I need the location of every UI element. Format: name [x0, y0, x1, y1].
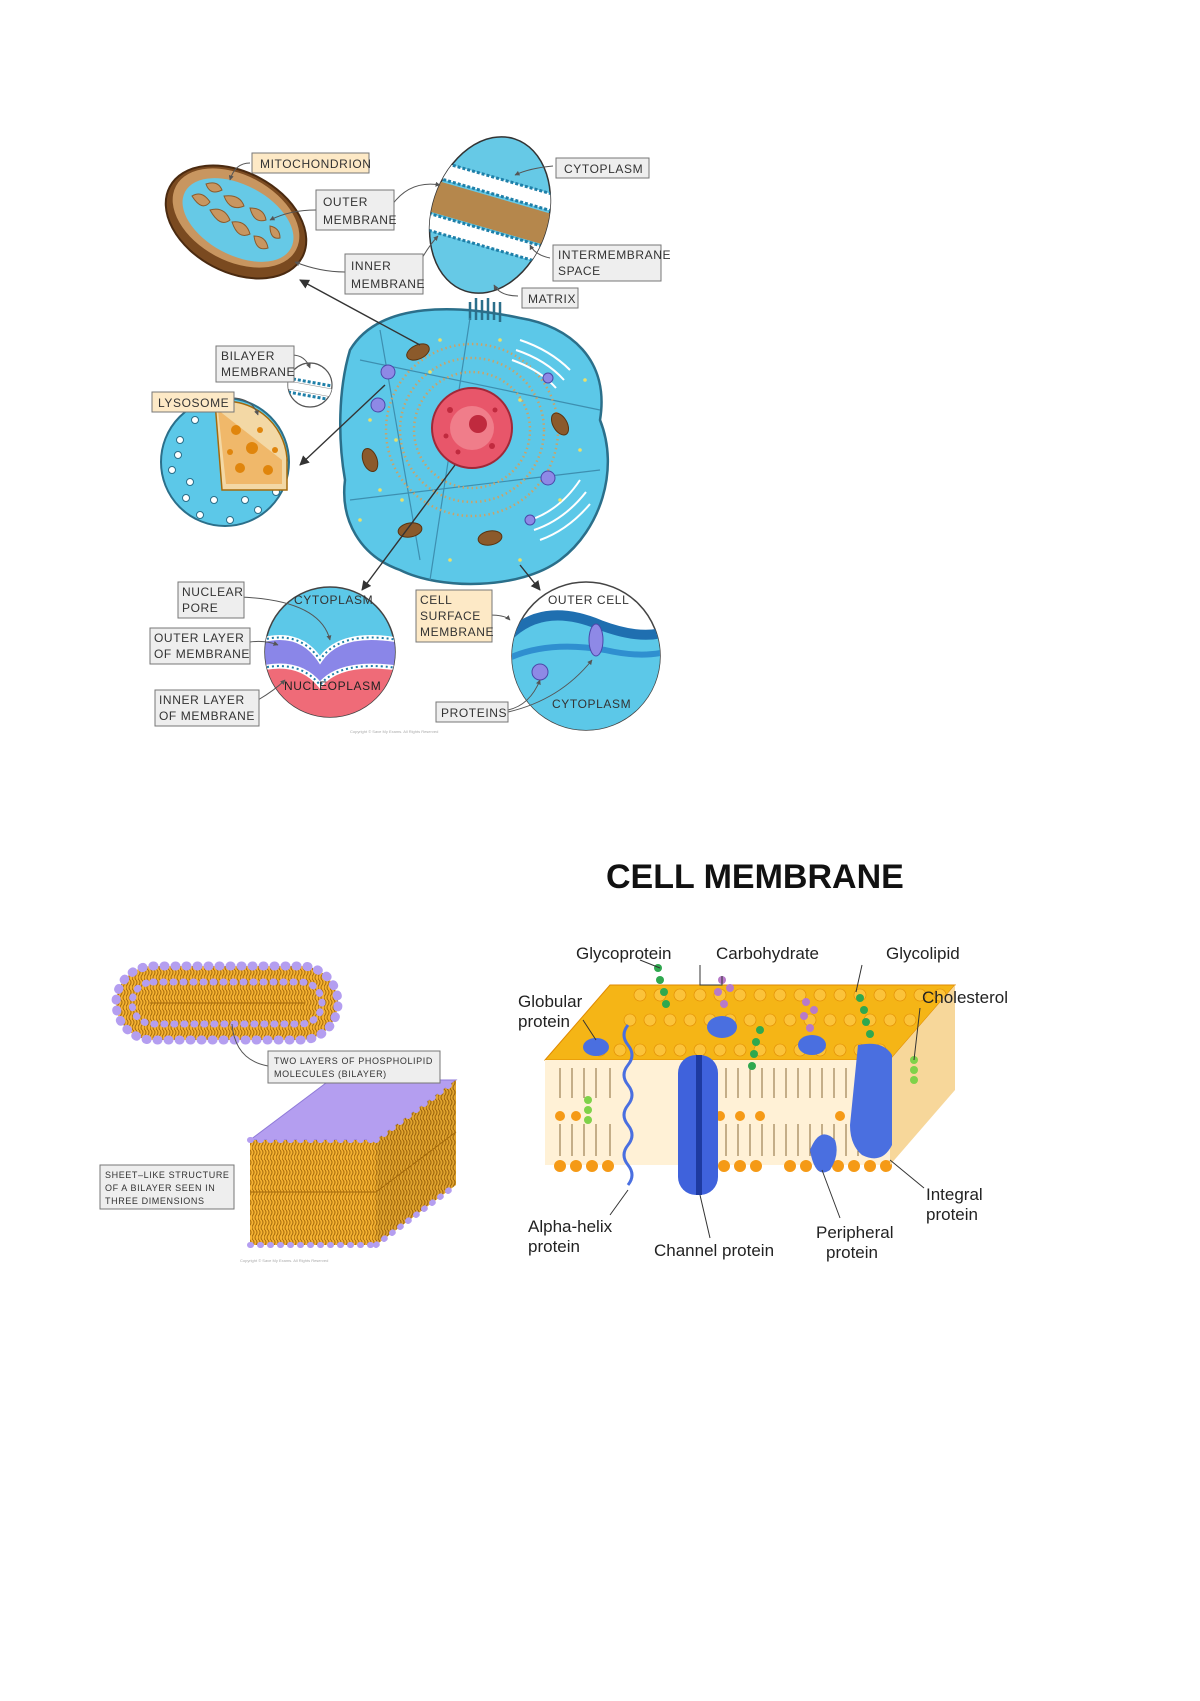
label-nuclear-pore-line1: NUCLEAR	[182, 585, 244, 599]
label-inner-membrane-line1: INNER	[351, 259, 391, 273]
label-channel-protein: Channel protein	[654, 1241, 774, 1260]
label-cell-surface-line2: SURFACE	[420, 609, 481, 623]
label-outer-membrane: OUTER MEMBRANE	[315, 189, 397, 231]
label-inner-membrane-line2: MEMBRANE	[351, 277, 425, 291]
label-two-layers-line2: MOLECULES (BILAYER)	[274, 1069, 387, 1079]
label-cytoplasm-top-text: CYTOPLASM	[564, 162, 643, 176]
label-intermembrane-line2: SPACE	[558, 264, 601, 278]
label-proteins: PROTEINS	[435, 701, 509, 723]
label-cell-surface-membrane: CELL SURFACE MEMBRANE	[415, 589, 494, 643]
fluid-mosaic-membrane	[543, 964, 957, 1195]
label-mitochondrion-text: MITOCHONDRION	[260, 157, 372, 171]
label-peripheral-line2: protein	[826, 1243, 878, 1262]
label-sheet-like-line2: OF A BILAYER SEEN IN	[105, 1183, 215, 1193]
label-lysosome: LYSOSOME	[151, 391, 235, 413]
label-cytoplasm-cell-text: CYTOPLASM	[552, 697, 631, 711]
label-sheet-like-line1: SHEET–LIKE STRUCTURE	[105, 1170, 230, 1180]
label-two-layers-line1: TWO LAYERS OF PHOSPHOLIPID	[274, 1056, 433, 1066]
label-inner-layer-line2: OF MEMBRANE	[159, 709, 255, 723]
label-cytoplasm-top: CYTOPLASM	[555, 157, 650, 179]
label-nuclear-pore: NUCLEAR PORE	[177, 581, 245, 619]
label-globular-line2: protein	[518, 1012, 570, 1031]
label-intermembrane-line1: INTERMEMBRANE	[558, 248, 671, 262]
figure1-labels: MITOCHONDRION OUTER MEMBRANE INNER MEMBR…	[149, 152, 671, 734]
label-proteins-text: PROTEINS	[441, 706, 507, 720]
label-integral-line2: protein	[926, 1205, 978, 1224]
figure1-copyright: Copyright © Save My Exams. All Rights Re…	[350, 729, 438, 734]
mitochondrion-drawing	[164, 164, 308, 280]
label-glycoprotein: Glycoprotein	[576, 944, 671, 963]
label-bilayer-membrane: BILAYER MEMBRANE	[215, 345, 295, 383]
membrane-leaders	[582, 959, 925, 1239]
lysosome-drawing	[160, 362, 333, 527]
organelle-arrows	[299, 279, 541, 591]
label-inner-membrane: INNER MEMBRANE	[344, 253, 425, 295]
label-outer-membrane-line1: OUTER	[323, 195, 368, 209]
label-cell-surface-line3: MEMBRANE	[420, 625, 494, 639]
label-mitochondrion: MITOCHONDRION	[251, 152, 372, 174]
label-glycolipid: Glycolipid	[886, 944, 960, 963]
label-intermembrane-space: INTERMEMBRANE SPACE	[552, 244, 671, 282]
label-matrix: MATRIX	[521, 287, 579, 309]
label-sheet-like: SHEET–LIKE STRUCTURE OF A BILAYER SEEN I…	[99, 1164, 235, 1210]
label-outer-layer-line2: OF MEMBRANE	[154, 647, 250, 661]
label-cell-surface-line1: CELL	[420, 593, 452, 607]
bilayer-leader	[231, 1023, 269, 1067]
label-lysosome-text: LYSOSOME	[158, 396, 229, 410]
cell-surface-membrane-detail	[511, 581, 661, 731]
label-outer-layer: OUTER LAYER OF MEMBRANE	[149, 627, 251, 665]
label-bilayer-line2: MEMBRANE	[221, 365, 295, 379]
label-matrix-text: MATRIX	[528, 292, 576, 306]
figure-cell-organelles: MITOCHONDRION OUTER MEMBRANE INNER MEMBR…	[149, 136, 671, 734]
nuclear-membrane-detail	[264, 586, 396, 718]
label-bilayer-line1: BILAYER	[221, 349, 275, 363]
label-alpha-helix-line1: Alpha-helix	[528, 1217, 613, 1236]
cell-membrane-title: CELL MEMBRANE	[606, 858, 904, 896]
label-nuclear-pore-line2: PORE	[182, 601, 218, 615]
label-integral-line1: Integral	[926, 1185, 983, 1204]
bilayer-capsule	[111, 961, 343, 1045]
label-cytoplasm-nuclear-text: CYTOPLASM	[294, 593, 373, 607]
label-peripheral-line1: Peripheral	[816, 1223, 894, 1242]
label-nucleoplasm-text: NUCLEOPLASM	[284, 679, 381, 693]
figure-cell-membrane: CELL MEMBRANE	[518, 858, 1008, 1262]
label-outer-cell-text: OUTER CELL	[548, 593, 629, 607]
figure2-copyright: Copyright © Save My Exams. All Rights Re…	[240, 1258, 328, 1263]
label-inner-layer-line1: INNER LAYER	[159, 693, 245, 707]
membrane-labels: Glycoprotein Carbohydrate Glycolipid Cho…	[518, 944, 1008, 1262]
label-two-layers: TWO LAYERS OF PHOSPHOLIPID MOLECULES (BI…	[267, 1050, 441, 1084]
label-sheet-like-line3: THREE DIMENSIONS	[105, 1196, 205, 1206]
animal-cell-drawing	[339, 298, 609, 586]
label-alpha-helix-line2: protein	[528, 1237, 580, 1256]
figure-phospholipid-bilayer: TWO LAYERS OF PHOSPHOLIPID MOLECULES (BI…	[99, 961, 459, 1263]
label-globular-line1: Globular	[518, 992, 583, 1011]
label-inner-layer: INNER LAYER OF MEMBRANE	[154, 689, 260, 727]
label-outer-membrane-line2: MEMBRANE	[323, 213, 397, 227]
bilayer-sheet	[247, 1077, 459, 1248]
label-carbohydrate: Carbohydrate	[716, 944, 819, 963]
label-cholesterol: Cholesterol	[922, 988, 1008, 1007]
label-outer-layer-line1: OUTER LAYER	[154, 631, 244, 645]
